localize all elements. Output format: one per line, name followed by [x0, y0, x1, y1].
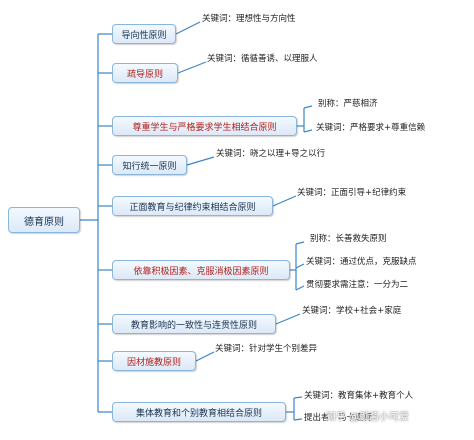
- principle-node-7: 教育影响的一致性与连贯性原则: [112, 314, 276, 334]
- note-2-keyword: 关键词：循循善诱、以理服人: [207, 54, 318, 64]
- note-5-keyword: 关键词：正面引导+纪律约束: [297, 188, 407, 198]
- principle-node-4: 知行统一原则: [112, 155, 187, 175]
- note-7-keyword: 关键词：学校+社会+家庭: [302, 306, 402, 316]
- principle-node-8: 因材施教原则: [112, 351, 196, 371]
- note-6-requirement: 贯彻要求需注意：一分为二: [306, 280, 409, 290]
- root-node: 德育原则: [8, 207, 80, 233]
- note-3-keyword: 关键词：严格要求+尊重信赖: [316, 123, 426, 133]
- principle-node-6: 依靠积极因素、克服消极因素原则: [112, 260, 290, 280]
- note-9-proposer: 提出者：马卡连柯: [304, 413, 373, 423]
- note-3-alias: 别称：严慈相济: [318, 99, 378, 109]
- note-4-keyword: 关键词：晓之以理+导之以行: [216, 149, 326, 159]
- principle-node-1: 导向性原则: [112, 24, 176, 44]
- principle-node-2: 疏导原则: [112, 63, 178, 83]
- note-6-keyword: 关键词：通过优点，克服缺点: [306, 257, 417, 267]
- principle-node-3: 尊重学生与严格要求学生相结合原则: [112, 116, 297, 136]
- principle-node-9: 集体教育和个别教育相结合原则: [112, 402, 286, 422]
- note-9-keyword: 关键词：教育集体+教育个人: [304, 391, 414, 401]
- principle-node-5: 正面教育与纪律约束相结合原则: [112, 196, 273, 216]
- note-6-alias: 别称：长善救失原则: [310, 234, 387, 244]
- note-1-keyword: 关键词：理想性与方向性: [202, 14, 296, 24]
- watermark-text: 知乎 @颜酱小可爱: [326, 412, 410, 423]
- note-8-keyword: 关键词：针对学生个别差异: [215, 344, 318, 354]
